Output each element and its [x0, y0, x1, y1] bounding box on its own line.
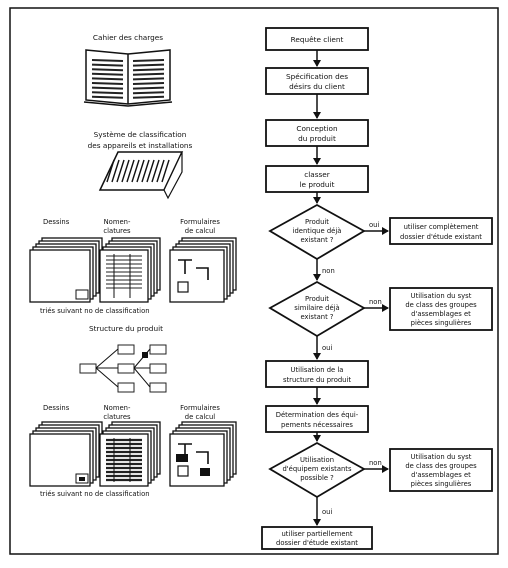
systeme-title-line2: des appareils et installations	[88, 141, 193, 150]
outer-frame	[9, 7, 499, 555]
decision2-line2: similaire déjà	[294, 304, 339, 312]
result3-line4: pièces singulières	[411, 480, 472, 488]
utilisation-structure-line1: Utilisation de la	[291, 366, 344, 374]
determination-line2: pements nécessaires	[281, 421, 353, 429]
formulaires-label-top-1: Formulaires	[180, 218, 220, 226]
nomenclatures-label-bottom-2: clatures	[103, 413, 131, 421]
document-stacks-top	[29, 237, 237, 303]
classer-label-2: le produit	[300, 180, 335, 189]
result-identique-box: utiliser complètement dossier d'étude ex…	[389, 217, 493, 245]
flow-connectors	[313, 50, 389, 526]
specification-box: Spécification des désirs du client	[265, 67, 369, 95]
decision1-line1: Produit	[305, 218, 329, 226]
final-line1: utiliser partiellement	[281, 530, 352, 538]
specification-label-2: désirs du client	[289, 82, 345, 91]
result3-line1: Utilisation du syst	[411, 453, 472, 461]
decision3-line3: possible ?	[300, 474, 334, 482]
structure-title: Structure du produit	[89, 324, 163, 333]
result3-line2: de class des groupes	[405, 462, 477, 470]
oui3-label: oui	[322, 508, 332, 516]
dessins-label-top: Dessins	[43, 218, 70, 226]
dessins-stack	[29, 237, 103, 303]
result-equipements-box: Utilisation du syst de class des groupes…	[389, 448, 493, 492]
formulaires-label-top-2: de calcul	[185, 227, 215, 235]
classer-label-1: classer	[304, 170, 330, 179]
decision-similaire: Produit similaire déjà existant ?	[268, 280, 366, 338]
final-box: utiliser partiellement dossier d'étude e…	[261, 526, 373, 550]
non1-label: non	[322, 267, 335, 275]
classer-box: classer le produit	[265, 165, 369, 193]
non2-label: non	[369, 298, 382, 306]
documents-bottom-group: Dessins Nomen- clatures Formulaires de c…	[29, 404, 237, 498]
caption-top: triés suivant no de classification	[40, 307, 150, 315]
nomenclatures-stack	[99, 237, 161, 303]
final-line2: dossier d'étude existant	[276, 539, 358, 547]
dessins-stack	[29, 421, 103, 487]
decision2-line3: existant ?	[300, 313, 333, 321]
dessins-label-bottom: Dessins	[43, 404, 70, 412]
nomenclatures-label-top-1: Nomen-	[104, 218, 131, 226]
specification-label-1: Spécification des	[286, 72, 348, 81]
product-tree-icon	[79, 344, 167, 393]
formulaires-label-bottom-2: de calcul	[185, 413, 215, 421]
nomenclatures-label-bottom-1: Nomen-	[104, 404, 131, 412]
decision-equipements: Utilisation d'équipem existants possible…	[268, 441, 366, 499]
card-file-icon	[98, 151, 184, 200]
caption-bottom: triés suivant no de classification	[40, 490, 150, 498]
result1-line2: dossier d'étude existant	[400, 233, 482, 241]
document-stacks-bottom	[29, 421, 237, 487]
result2-line4: pièces singulières	[411, 319, 472, 327]
requete-label: Requête client	[291, 35, 344, 44]
nomenclatures-label-top-2: clatures	[103, 227, 131, 235]
result2-line1: Utilisation du syst	[411, 292, 472, 300]
book-icon	[83, 49, 173, 107]
nomenclatures-stack	[99, 421, 161, 487]
utilisation-structure-line2: structure du produit	[283, 376, 351, 384]
cahier-des-charges-group: Cahier des charges	[83, 33, 173, 107]
structure-produit-group: Structure du produit	[79, 324, 167, 393]
result2-line2: de class des groupes	[405, 301, 477, 309]
non3-label: non	[369, 459, 382, 467]
decision1-line2: identique déjà	[293, 227, 342, 235]
formulaires-stack	[169, 237, 237, 303]
decision-identique: Produit identique déjà existant ?	[268, 203, 366, 261]
result2-line3: d'assemblages et	[411, 310, 471, 318]
requete-box: Requête client	[265, 27, 369, 51]
determination-line1: Détermination des équi-	[276, 411, 359, 419]
conception-box: Conception du produit	[265, 119, 369, 147]
decision3-line1: Utilisation	[300, 456, 334, 464]
result1-line1: utiliser complètement	[404, 223, 479, 231]
documents-top-group: Dessins Nomen- clatures Formulaires de c…	[29, 218, 237, 315]
oui2-label: oui	[322, 344, 332, 352]
result-similaire-box: Utilisation du syst de class des groupes…	[389, 287, 493, 331]
formulaires-label-bottom-1: Formulaires	[180, 404, 220, 412]
oui1-label: oui	[369, 221, 379, 229]
utilisation-structure-box: Utilisation de la structure du produit	[265, 360, 369, 388]
cahier-title: Cahier des charges	[93, 33, 163, 42]
systeme-classification-group: Système de classification des appareils …	[88, 130, 193, 200]
decision3-line2: d'équipem existants	[282, 465, 351, 473]
conception-label-1: Conception	[296, 124, 337, 133]
result3-line3: d'assemblages et	[411, 471, 471, 479]
conception-label-2: du produit	[298, 134, 336, 143]
formulaires-stack	[169, 421, 237, 487]
decision1-line3: existant ?	[300, 236, 333, 244]
decision2-line1: Produit	[305, 295, 329, 303]
determination-box: Détermination des équi- pements nécessai…	[265, 405, 369, 433]
systeme-title-line1: Système de classification	[94, 130, 187, 139]
